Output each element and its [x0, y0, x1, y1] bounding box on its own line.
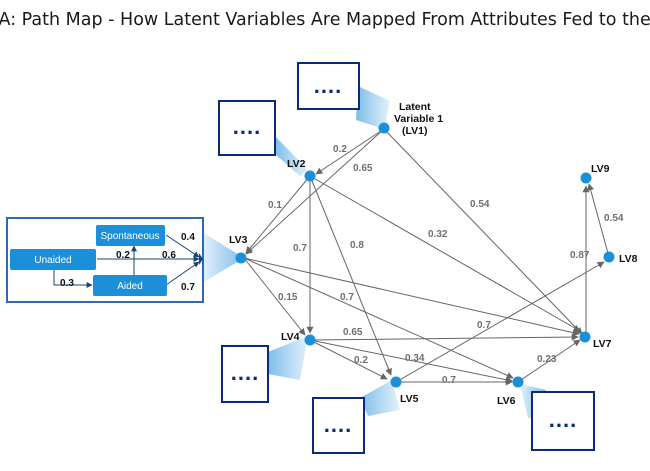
edge-lv1-lv7: [383, 128, 583, 335]
callout-wedge-lv3: [202, 232, 244, 283]
inset-connector: [199, 253, 203, 265]
edge-weight-lv1-lv3: 0.65: [353, 163, 373, 174]
edge-weight-lv5-lv6: 0.7: [442, 375, 456, 386]
node-label-lv5: LV5: [400, 393, 419, 405]
attribute-dots: ....: [324, 412, 352, 437]
latent-nodes: [235, 122, 615, 388]
edge-lv2-lv3: [245, 175, 311, 254]
path-edges: [243, 128, 610, 386]
edge-weight-lv3-lv7: 0.7: [477, 320, 491, 331]
node-label-lv8: LV8: [619, 253, 638, 265]
attribute-box-lv5: ....: [312, 397, 365, 454]
edge-lv1-lv3: [245, 128, 385, 255]
attribute-boxes: .... .... .... .... ....: [218, 62, 595, 454]
inset-box-label: Spontaneous: [101, 231, 160, 242]
inset-box-unaided: Unaided: [10, 249, 96, 270]
node-lv3: [235, 252, 247, 264]
callout-wedge-lv2: [275, 136, 308, 176]
edge-weight-lv2-lv4: 0.7: [293, 243, 307, 254]
edge-weight-lv2-lv5: 0.8: [350, 240, 364, 251]
edge-weight-lv2-lv3: 0.1: [268, 200, 282, 211]
node-lv5: [390, 376, 402, 388]
edge-lv4-lv7: [309, 333, 579, 341]
edge-weight-lv3-lv6: 0.7: [340, 292, 354, 303]
figure-title: Figure 2A: Path Map - How Latent Variabl…: [0, 10, 650, 30]
edge-lv8-lv9: [587, 183, 610, 258]
inset-weight-aided-out: 0.7: [181, 282, 195, 293]
edge-lv2-lv5: [309, 175, 392, 376]
edge-weight-lv4-lv6: 0.34: [405, 353, 425, 364]
edge-weight-lv4-lv5: 0.2: [354, 355, 368, 366]
attribute-dots: ....: [231, 360, 259, 385]
inset-weight-unaided-out: 0.6: [162, 250, 176, 261]
node-label-lv9: LV9: [591, 163, 610, 175]
attribute-dots: ....: [314, 73, 342, 98]
edge-weight-lv5-lv8: 0.87: [570, 250, 590, 261]
callout-wedge-lv4: [268, 336, 308, 380]
node-lv6: [512, 376, 524, 388]
inset-weight-unaided-aided: 0.3: [60, 278, 74, 289]
attribute-box-lv1: ....: [297, 62, 360, 110]
inset-edge-unaided-aided: [53, 270, 93, 288]
node-label-lv7: LV7: [593, 338, 612, 350]
inset-edge-aided-out: [165, 261, 200, 286]
node-lv4: [304, 334, 316, 346]
edge-weight-lv3-lv4: 0.15: [278, 292, 298, 303]
node-label-lv2: LV2: [287, 158, 306, 170]
attribute-box-lv6: ....: [531, 391, 595, 451]
edge-weight-lv8-lv9: 0.54: [604, 213, 624, 224]
inset-weight-spontaneous-out: 0.4: [181, 232, 195, 243]
attribute-dots: ....: [233, 114, 261, 139]
node-label-lv6: LV6: [497, 395, 516, 407]
edge-weight-lv4-lv7: 0.65: [343, 327, 363, 338]
edge-lv5-lv8: [395, 261, 605, 383]
inset-box-label: Unaided: [34, 255, 71, 266]
edge-weight-lv2-lv7: 0.32: [428, 229, 448, 240]
node-label-lv3: LV3: [229, 234, 248, 246]
node-lv7: [579, 331, 591, 343]
node-label-lv4: LV4: [281, 331, 300, 343]
inset-weight-aided-spontaneous: 0.2: [116, 250, 130, 261]
edge-lv2-lv7: [309, 175, 581, 332]
node-lv8: [603, 251, 615, 263]
edge-lv3-lv6: [243, 257, 514, 379]
callout-wedge-lv1: [356, 86, 390, 129]
inset-edge-spontaneous-out: [165, 234, 200, 258]
edge-weights: 0.2 0.65 0.54 0.1 0.7 0.8 0.32 0.15 0.7 …: [268, 144, 624, 386]
edge-weight-lv6-lv7: 0.23: [537, 354, 557, 365]
node-labels: Latent Variable 1 (LV1) LV2 LV3 LV4 LV5 …: [229, 101, 638, 407]
edge-weight-lv1-lv7: 0.54: [470, 199, 490, 210]
inset-box-label: Aided: [117, 281, 143, 292]
attribute-box-lv4: ....: [221, 345, 269, 403]
callout-wedge-lv5: [360, 380, 400, 416]
attribute-box-lv2: ....: [218, 100, 276, 156]
edge-lv1-lv2: [315, 128, 385, 175]
inset-edges: [53, 234, 200, 288]
node-lv2: [304, 170, 316, 182]
inset-measurement-model: Spontaneous Unaided Aided 0.3 0.2 0.6 0.…: [6, 217, 204, 303]
attribute-dots: ....: [549, 407, 577, 432]
edge-lv3-lv4: [243, 257, 306, 336]
edge-lv4-lv6: [309, 339, 513, 384]
node-lv9: [580, 172, 592, 184]
inset-box-spontaneous: Spontaneous: [96, 225, 165, 246]
inset-box-aided: Aided: [93, 275, 167, 296]
node-label-lv1: Latent Variable 1 (LV1): [394, 101, 446, 137]
edge-weight-lv1-lv2: 0.2: [333, 144, 347, 155]
edge-lv4-lv5: [309, 339, 388, 380]
edge-lv3-lv7: [243, 257, 580, 337]
edge-lv6-lv7: [517, 339, 581, 383]
node-lv1: [378, 122, 390, 134]
